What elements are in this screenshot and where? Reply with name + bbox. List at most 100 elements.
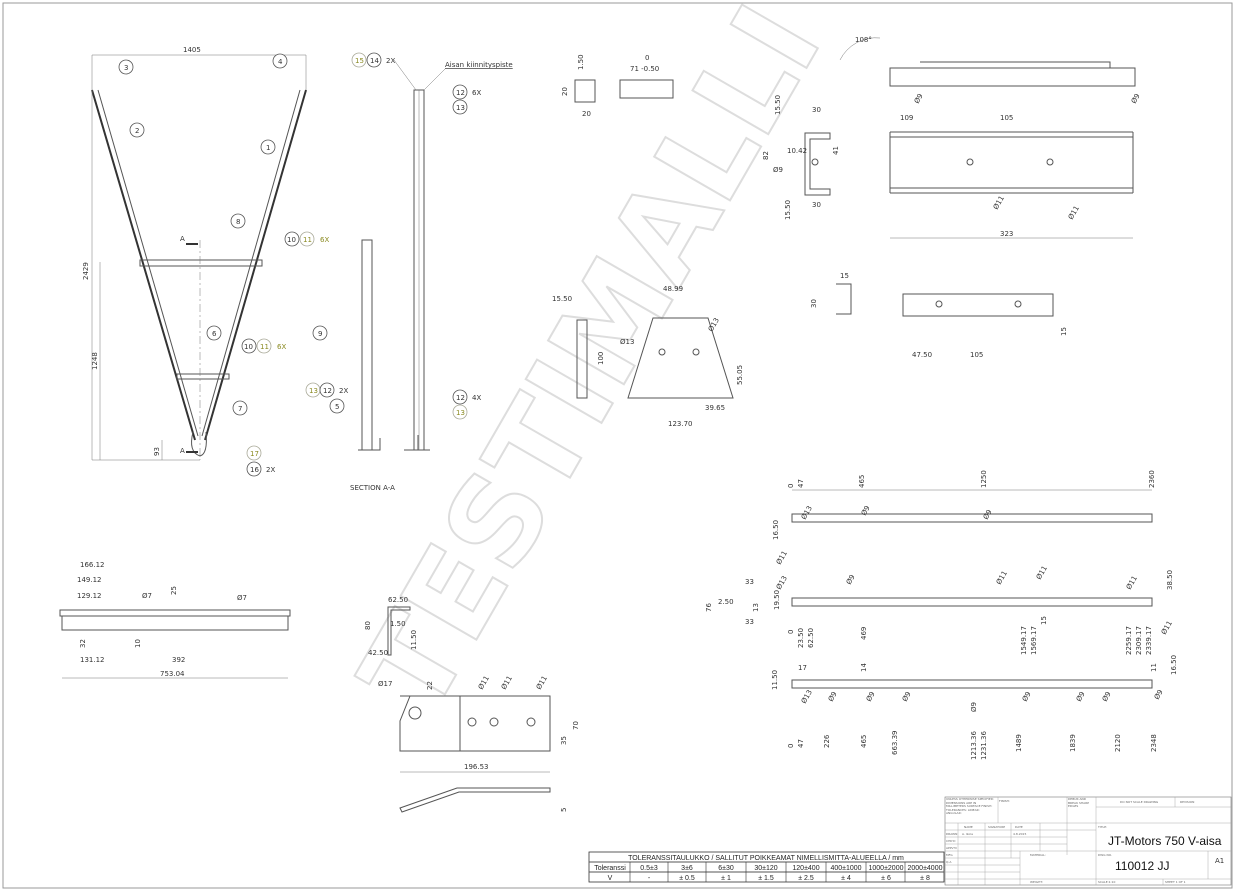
part-flat-bar-dims-4: 15 (1060, 327, 1068, 336)
part-flat-bar-dims-0: 15 (840, 272, 849, 280)
tolerance-table-row-3: ± 1 (721, 875, 731, 882)
side-view-balloons-7: 5 (335, 403, 339, 411)
tolerance-table: TOLERANSSITAULUKKO / SALLITUT POIKKEAMAT… (588, 851, 945, 883)
title-block-drawn-name: A. Ikola (962, 832, 973, 836)
part-rail-3-dims-23: 2120 (1114, 734, 1122, 752)
part-plate-left-dims-10: 753.04 (160, 670, 185, 678)
title-block: UNLESS OTHERWISE SPECIFIED: DIMENSIONS A… (944, 796, 1232, 886)
part-plate-left-dims-7: 10 (134, 639, 142, 648)
part-rail-3-dims-8: Ø9 (901, 690, 913, 703)
part-trapezoid-dims-6: 39.65 (705, 404, 725, 412)
tolerance-table-header-5: 120±400 (792, 865, 819, 872)
part-rail-3-dims-22: 1839 (1069, 734, 1077, 752)
main-view-balloons-2: 2 (135, 127, 139, 135)
title-block-rows-2: APPV'D (946, 846, 958, 850)
part-rail-2-dims-3: Ø11 (995, 570, 1009, 586)
part-rail-2-dims-5: Ø11 (1125, 575, 1139, 591)
main-view-section-marker: A (180, 447, 185, 455)
main-view-balloons-4: 8 (236, 218, 240, 226)
part-rail-3-dims-13: Ø9 (1153, 688, 1165, 701)
tolerance-table-row-7: ± 6 (881, 875, 891, 882)
part-plate-left-dims-8: 131.12 (80, 656, 105, 664)
title-block-cols-1: SIGNATURE (988, 825, 1005, 829)
main-view-balloons-10: 7 (238, 405, 242, 413)
main-view: 1405 2429 1248 93 A A 3 4 2 1 8 10 11 6X… (82, 46, 329, 477)
part-plate-left-dims-9: 392 (172, 656, 185, 664)
part-rail-3: 11.50 17 14 11 16.50 Ø13 Ø9 Ø9 Ø9 Ø9 Ø9 … (771, 655, 1178, 760)
main-view-balloons-5: 10 (287, 236, 296, 244)
main-view-section-marker: A (180, 235, 185, 243)
part-rail-2-dims-7: 33 (745, 578, 754, 586)
main-view-balloons-6: 11 (303, 236, 312, 244)
main-view-balloons-8: 10 (244, 343, 253, 351)
part-rail-3-dims-6: Ø9 (827, 690, 839, 703)
main-view-balloons-11: 17 (250, 450, 259, 458)
part-channel-long-dims-5: Ø11 (992, 195, 1006, 211)
part-rail-2-dims-18: 1569.17 (1030, 626, 1038, 655)
side-view-balloons-6: 12 (323, 387, 332, 395)
part-rail-3-dims-5: Ø13 (800, 689, 814, 705)
part-rail-1-dims-7: Ø9 (982, 508, 994, 521)
part-small-tube-dims-1: 20 (561, 87, 569, 96)
part-rail-2-dims-10: 19.50 (773, 590, 781, 610)
part-rail-3-dims-14: 0 (787, 744, 795, 748)
title-block-drawn-date: 4.8.2015 (1013, 832, 1026, 836)
part-angle: 62.50 80 1.50 11.50 42.50 (364, 596, 418, 657)
side-view-balloons-0: 15 (355, 57, 364, 65)
part-bracket-u-dims-6: 15.50 (784, 200, 792, 220)
drawing-number: 110012 JJ (1115, 859, 1170, 873)
title-block-do-not-scale: DO NOT SCALE DRAWING (1120, 800, 1159, 804)
part-trapezoid-dims-7: 123.70 (668, 420, 693, 428)
part-rail-2-dims-8: 76 (705, 603, 713, 612)
tolerance-table-row-0: V (608, 875, 613, 882)
part-plate-left-dims-3: Ø7 (142, 592, 152, 600)
tolerance-table-row-1: - (648, 875, 651, 882)
tolerance-table-header-4: 30±120 (754, 865, 777, 872)
part-channel-long-dims-7: 323 (1000, 230, 1013, 238)
part-plate-left-dims-1: 149.12 (77, 576, 102, 584)
part-rail-2-dims-6: 38.50 (1166, 570, 1174, 590)
title-block-cols-2: DATE (1015, 825, 1023, 829)
title-block-rows-1: CHK'D (946, 839, 956, 843)
part-rail-1-dims-8: 16.50 (772, 520, 780, 540)
title-block-rows-3: MFG (946, 853, 953, 857)
title-block-scale: SCALE:1:10 (1098, 880, 1115, 884)
part-rail-1-dims-2: 465 (858, 475, 866, 488)
part-flat-bar-dims-2: 47.50 (912, 351, 932, 359)
part-rail-2-dims-1: Ø13 (775, 575, 789, 591)
tolerance-table-header-2: 3±6 (681, 865, 693, 872)
part-rail-3-dims-16: 226 (823, 734, 831, 748)
part-bracket-u-dims-5: Ø9 (773, 166, 783, 174)
part-rail-1-dims-4: 2360 (1148, 470, 1156, 488)
main-view-qty-0: 6X (320, 236, 329, 244)
title-block-finish: FINISH: (999, 799, 1010, 803)
part-bracket-u: 15.50 30 82 10.42 41 Ø9 15.50 30 (762, 95, 840, 220)
part-rail-2-dims-19: 15 (1040, 616, 1048, 625)
part-channel-long-dims-0: 108° (855, 36, 872, 44)
side-view-note: Aisan kiinnityspiste (445, 61, 513, 69)
part-plate-holes-dims-5: 70 (572, 721, 580, 730)
part-small-tube-dims-3: 0 (645, 54, 649, 62)
part-rail-3-dims-19: 1213.36 (970, 731, 978, 760)
part-plate-left-dims-5: Ø7 (237, 594, 247, 602)
part-rail-2-dims-16: 469 (860, 627, 868, 640)
side-view-qty-0: 2X (386, 57, 395, 65)
part-small-tube-dims-2: 20 (582, 110, 591, 118)
part-small-tube-dims-4: 71 -0.50 (630, 65, 659, 73)
part-plate-left-dims-4: 25 (170, 586, 178, 595)
part-plate-holes-dims-0: Ø17 (378, 680, 392, 688)
part-rail-2-dims-15: 62.50 (807, 628, 815, 648)
main-view-dims-1: 2429 (82, 262, 90, 280)
part-rail-3-dims-20: 1231.36 (980, 731, 988, 760)
part-rail-1-dims-1: 47 (797, 479, 805, 488)
part-trapezoid-dims-3: Ø13 (620, 338, 634, 346)
main-view-balloons-12: 16 (250, 466, 259, 474)
title-block-rows-0: DRAWN (946, 832, 957, 836)
part-rail-3-dims-24: 2348 (1150, 734, 1158, 752)
part-rail-1-dims-6: Ø9 (860, 504, 872, 517)
part-flat-bar-dims-1: 30 (810, 299, 818, 308)
main-view-dims-2: 1248 (91, 352, 99, 370)
tolerance-table-row-5: ± 2.5 (798, 875, 814, 882)
part-plate-holes-dims-3: Ø11 (500, 675, 514, 691)
part-rail-3-dims-12: Ø9 (1101, 690, 1113, 703)
